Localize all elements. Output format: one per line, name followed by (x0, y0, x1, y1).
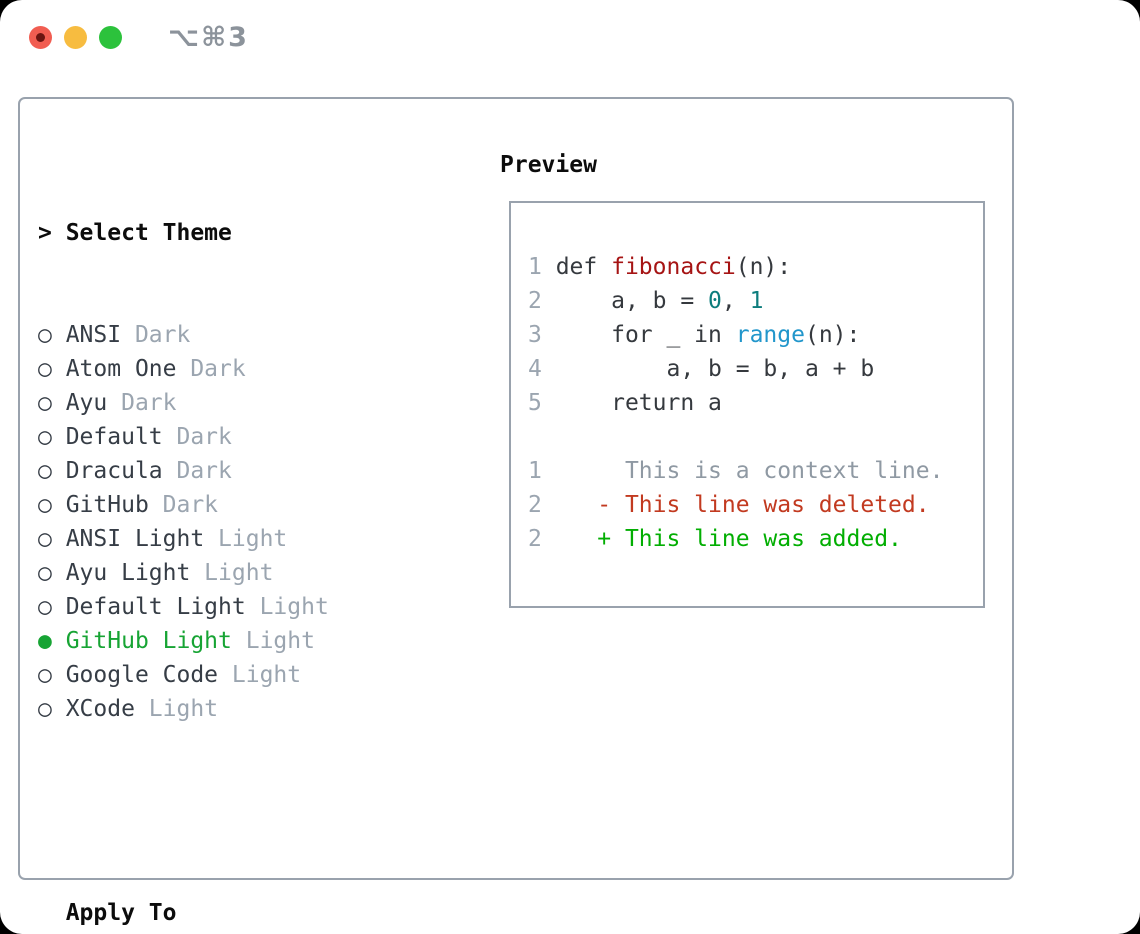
select-theme-title: Select Theme (65, 220, 232, 246)
code-token-builtin: range (735, 322, 805, 348)
radio-unselected-icon: ○ (38, 356, 66, 382)
code-line: 2 - This line was deleted. (528, 488, 983, 522)
code-token-code: (n): (735, 254, 792, 280)
line-number: 2 (528, 492, 542, 518)
theme-option-default-light[interactable]: ○ Default Light Light (38, 590, 426, 624)
radio-unselected-icon: ○ (38, 526, 66, 552)
radio-unselected-icon: ○ (38, 322, 66, 348)
code-line: 2 a, b = 0, 1 (528, 284, 983, 318)
code-token-func: fibonacci (611, 254, 736, 280)
radio-unselected-icon: ○ (38, 458, 66, 484)
radio-unselected-icon: ○ (38, 492, 66, 518)
theme-variant-label: Light (245, 594, 329, 620)
theme-option-label: Atom One (65, 356, 177, 382)
theme-variant-label: Dark (148, 492, 219, 518)
radio-selected-icon: ● (38, 628, 66, 654)
zoom-button[interactable] (99, 26, 122, 49)
code-token-num: 0 (708, 288, 722, 314)
theme-option-google-code[interactable]: ○ Google Code Light (38, 658, 426, 692)
theme-selector-column: > Select Theme ○ ANSI Dark○ Atom One Dar… (38, 148, 426, 934)
code-token-ctx: This is a context line. (541, 458, 944, 484)
minimize-button[interactable] (64, 26, 87, 49)
theme-option-label: Ayu Light (65, 560, 191, 586)
theme-option-label: Default Light (65, 594, 246, 620)
theme-variant-label: Dark (162, 458, 232, 484)
theme-variant-label: Dark (176, 356, 246, 382)
code-token-code: (n): (804, 322, 861, 348)
line-number: 3 (528, 322, 542, 348)
unsaved-changes-dot (36, 33, 45, 42)
theme-option-label: ANSI Light (65, 526, 205, 552)
theme-option-label: Dracula (65, 458, 163, 484)
theme-variant-label: Light (134, 696, 219, 722)
preview-title: Preview (500, 152, 597, 178)
line-number: 2 (528, 288, 542, 314)
theme-variant-label: Light (231, 628, 315, 654)
line-number (528, 424, 542, 450)
cursor-prefix: > (38, 220, 66, 246)
theme-variant-label: Dark (107, 390, 177, 416)
theme-option-xcode[interactable]: ○ XCode Light (38, 692, 426, 726)
theme-variant-label: Dark (121, 322, 191, 348)
theme-variant-label: Light (204, 526, 288, 552)
radio-unselected-icon: ○ (38, 696, 66, 722)
theme-option-label: GitHub (65, 492, 149, 518)
theme-option-ansi[interactable]: ○ ANSI Dark (38, 318, 426, 352)
apply-to-header: Apply To (38, 896, 426, 930)
theme-option-label: Google Code (65, 662, 219, 688)
theme-option-list: ○ ANSI Dark○ Atom One Dark○ Ayu Dark○ De… (38, 318, 426, 726)
code-line: 1 def fibonacci(n): (528, 250, 983, 284)
code-token-code: a, b = (541, 288, 709, 314)
theme-option-label: ANSI (65, 322, 122, 348)
code-token-code: a, b = b, a + b (541, 356, 875, 382)
code-token-del: - This line was deleted. (541, 492, 930, 518)
code-token-code: for _ in (541, 322, 736, 348)
code-line: 2 + This line was added. (528, 522, 983, 556)
theme-option-ayu-light[interactable]: ○ Ayu Light Light (38, 556, 426, 590)
spacer (38, 794, 426, 828)
theme-option-label: Ayu (65, 390, 108, 416)
line-number: 1 (528, 458, 542, 484)
theme-option-label: GitHub Light (65, 628, 232, 654)
theme-variant-label: Dark (162, 424, 232, 450)
theme-variant-label: Light (190, 560, 274, 586)
code-line: 5 return a (528, 386, 983, 420)
theme-option-label: XCode (65, 696, 135, 722)
radio-unselected-icon: ○ (38, 594, 66, 620)
theme-option-ayu[interactable]: ○ Ayu Dark (38, 386, 426, 420)
radio-unselected-icon: ○ (38, 560, 66, 586)
theme-option-label: Default (65, 424, 163, 450)
line-number: 5 (528, 390, 542, 416)
theme-option-github[interactable]: ○ GitHub Dark (38, 488, 426, 522)
line-number: 2 (528, 526, 542, 552)
code-blank-line (528, 420, 983, 454)
code-token-code: , (721, 288, 750, 314)
line-number: 4 (528, 356, 542, 382)
theme-option-ansi-light[interactable]: ○ ANSI Light Light (38, 522, 426, 556)
radio-unselected-icon: ○ (38, 424, 66, 450)
theme-variant-label: Light (218, 662, 302, 688)
theme-option-atom-one[interactable]: ○ Atom One Dark (38, 352, 426, 386)
code-line: 4 a, b = b, a + b (528, 352, 983, 386)
theme-option-dracula[interactable]: ○ Dracula Dark (38, 454, 426, 488)
select-theme-header: > Select Theme (38, 216, 426, 250)
window-title-shortcut: ⌥⌘3 (168, 22, 249, 53)
theme-option-default[interactable]: ○ Default Dark (38, 420, 426, 454)
code-token-code: def (541, 254, 612, 280)
code-line: 1 This is a context line. (528, 454, 983, 488)
code-token-add: + This line was added. (541, 526, 902, 552)
window-titlebar: ⌥⌘3 (0, 0, 1140, 80)
radio-unselected-icon: ○ (38, 390, 66, 416)
theme-picker-panel: > Select Theme ○ ANSI Dark○ Atom One Dar… (18, 97, 1014, 926)
theme-option-github-light[interactable]: ● GitHub Light Light (38, 624, 426, 658)
code-line: 3 for _ in range(n): (528, 318, 983, 352)
radio-unselected-icon: ○ (38, 662, 66, 688)
code-token-num: 1 (749, 288, 764, 314)
line-number: 1 (528, 254, 542, 280)
close-button[interactable] (29, 26, 52, 49)
code-token-code: return a (541, 390, 722, 416)
apply-to-title: Apply To (38, 900, 177, 926)
